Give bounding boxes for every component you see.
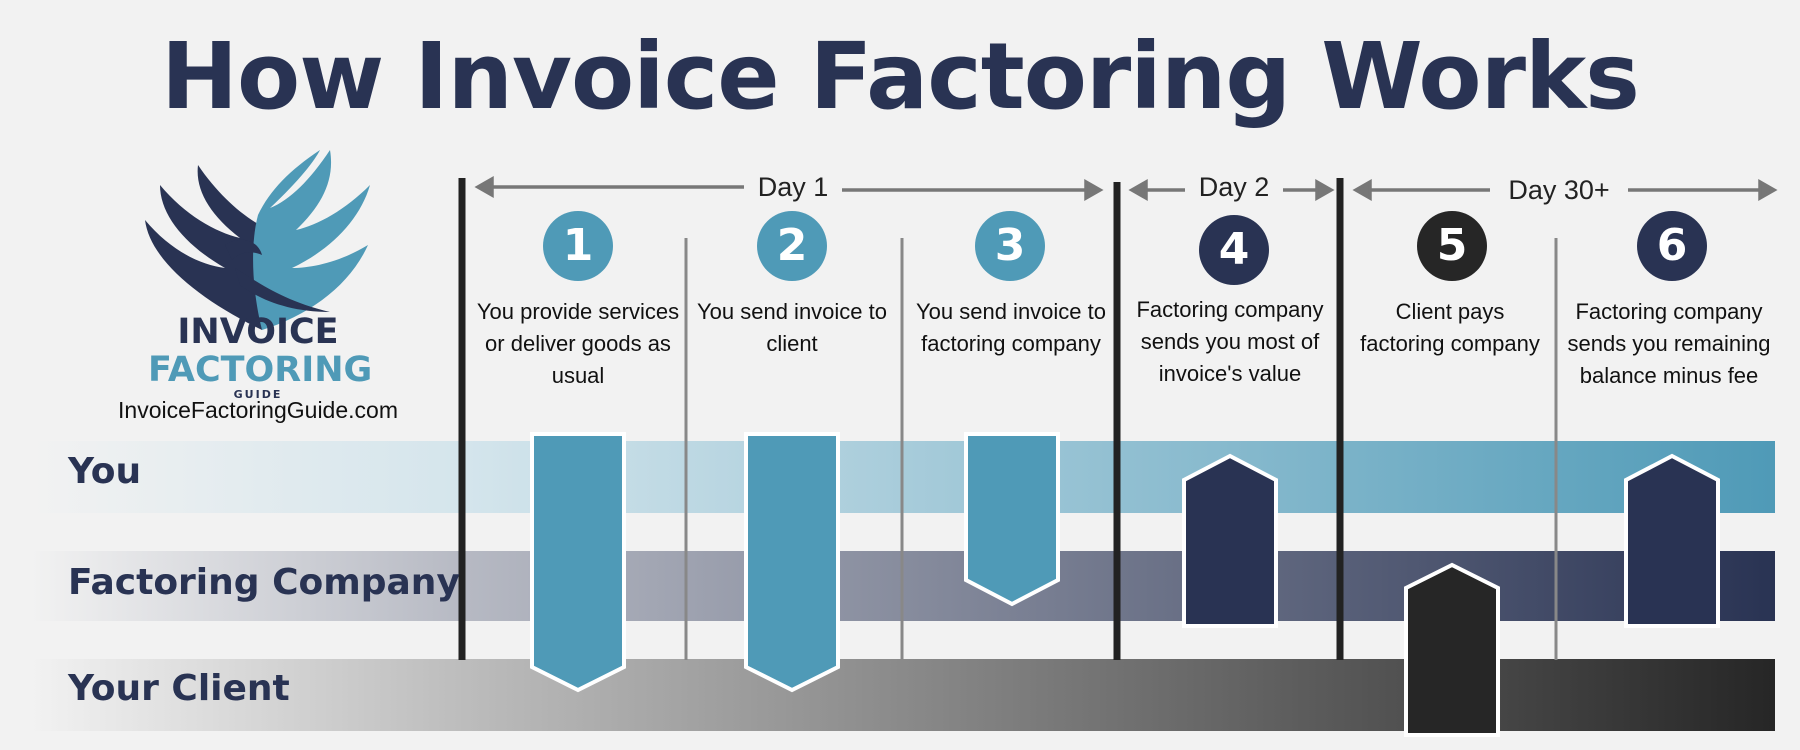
- step-3-badge: 3: [975, 211, 1045, 281]
- row-label-you: You: [68, 451, 142, 492]
- day-label-30: Day 30+: [1490, 175, 1628, 205]
- row-client-bar: [30, 659, 1775, 731]
- page-title: How Invoice Factoring Works: [161, 23, 1640, 130]
- step2-down-arrow: [744, 432, 840, 693]
- step-5-badge: 5: [1417, 211, 1487, 281]
- logo-text-invoice: INVOICE: [177, 312, 339, 352]
- logo-text-factoring: FACTORING: [148, 350, 373, 390]
- day-label-2: Day 2: [1185, 172, 1283, 202]
- logo-text-guide: GUIDE: [233, 388, 283, 401]
- day-label-1: Day 1: [744, 172, 842, 202]
- logo-url: InvoiceFactoringGuide.com: [118, 397, 398, 423]
- row-label-your-client: Your Client: [68, 668, 290, 709]
- step-1-badge: 1: [543, 211, 613, 281]
- row-label-factoring-company: Factoring Company: [68, 562, 460, 603]
- step1-down-arrow: [530, 432, 626, 693]
- step5-up-arrow: [1404, 562, 1500, 737]
- step4-up-arrow: [1182, 453, 1278, 628]
- step-4-badge: 4: [1199, 215, 1269, 285]
- eagle-logo-icon: [145, 150, 370, 330]
- step-6-text: Factoring company sends you remaining ba…: [1567, 299, 1771, 388]
- step-4-text: Factoring company sends you most of invo…: [1136, 297, 1324, 386]
- step-6-badge: 6: [1637, 211, 1707, 281]
- step-2-badge: 2: [757, 211, 827, 281]
- step3-down-arrow: [964, 432, 1060, 607]
- step-2-text: You send invoice to client: [697, 299, 887, 356]
- step-1-text: You provide services or deliver goods as…: [476, 299, 680, 388]
- flow-arrows: [530, 432, 1720, 737]
- step6-up-arrow: [1624, 453, 1720, 628]
- step-3-text: You send invoice to factoring company: [916, 299, 1106, 356]
- step-5-text: Client pays factoring company: [1360, 299, 1540, 356]
- day-arrows: [474, 175, 1778, 202]
